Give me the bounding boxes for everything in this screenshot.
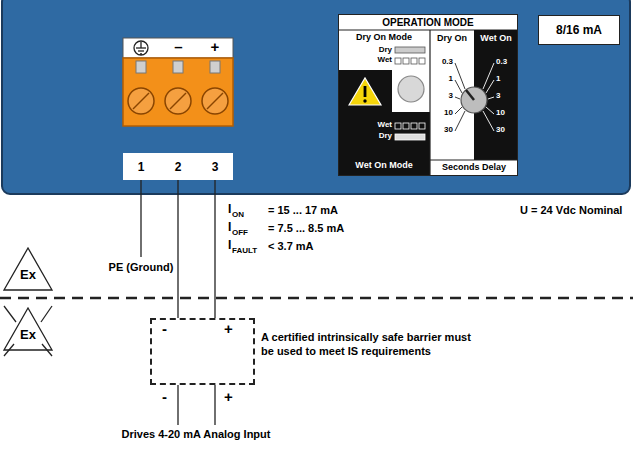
- delay-value: 0.3: [432, 57, 453, 66]
- terminal-label-strip: [123, 38, 233, 58]
- mode-panel-ground: [338, 14, 518, 176]
- output-wire: [177, 385, 178, 425]
- mode-column-heading: Wet On: [474, 33, 518, 43]
- dial-caption: Seconds Delay: [430, 162, 518, 172]
- level-label: Wet: [350, 55, 392, 64]
- adjust-knob: [398, 76, 424, 102]
- node-text: A certified intrinsically safe barrier m…: [261, 330, 483, 358]
- polarity-sign: +: [224, 320, 233, 337]
- delay-dial: [455, 63, 494, 131]
- current-value: = 7.5 ... 8.5 mA: [268, 222, 344, 235]
- ground-wire: [140, 180, 141, 257]
- mode-heading: Wet On Mode: [338, 160, 430, 170]
- node-text: 2: [175, 160, 182, 174]
- ex-mark: Ex: [14, 328, 42, 343]
- terminal-screws: [128, 88, 228, 114]
- signal-wire: [178, 180, 179, 318]
- current-symbol: I: [228, 239, 231, 253]
- current-subscript: FAULT: [232, 246, 257, 255]
- delay-value: 30: [432, 125, 453, 134]
- delay-value: 30: [496, 125, 517, 134]
- column-rule: [429, 30, 430, 176]
- supply-voltage: U = 24 Vdc Nominal: [520, 204, 622, 217]
- output-current-box: 8/16 mA: [538, 15, 620, 45]
- terminal-sign: –: [160, 38, 197, 55]
- ground-label: PE (Ground): [106, 261, 176, 274]
- ex-mark: Ex: [14, 268, 42, 283]
- warning-symbol: [349, 78, 381, 105]
- ex-symbol: [4, 248, 52, 290]
- terminal-block: [123, 58, 233, 126]
- level-label: Wet: [350, 120, 392, 129]
- node-text: 3: [212, 160, 219, 174]
- terminal-number: 1: [123, 153, 159, 180]
- delay-value: 3: [496, 91, 517, 100]
- mode-heading: Dry On Mode: [338, 32, 430, 42]
- delay-value: 1: [496, 74, 517, 83]
- non-ex-symbol: [4, 306, 52, 356]
- current-symbol: I: [228, 221, 231, 235]
- current-value: = 15 ... 17 mA: [268, 204, 338, 217]
- terminal-tabs: [136, 61, 220, 73]
- level-label: Dry: [350, 131, 392, 140]
- polarity-sign: +: [224, 388, 233, 405]
- wire-line: [177, 180, 178, 318]
- polarity-sign: -: [162, 320, 167, 337]
- output-wire: [214, 385, 215, 425]
- ground-symbol: [134, 41, 148, 55]
- footer-rule: [430, 160, 518, 161]
- delay-value: 10: [496, 108, 517, 117]
- delay-value: 3: [432, 91, 453, 100]
- wet-on-region: [338, 70, 430, 176]
- node-text: 8/16 mA: [556, 23, 602, 37]
- terminal-number: 3: [197, 153, 233, 180]
- current-symbol: I: [228, 203, 231, 217]
- delay-value: 1: [432, 74, 453, 83]
- node-text: 1: [138, 160, 145, 174]
- output-caption: Drives 4-20 mA Analog Input: [96, 428, 296, 441]
- delay-value: 0.3: [496, 57, 517, 66]
- terminal-number: 2: [159, 153, 197, 180]
- mode-column-heading: Dry On: [430, 33, 474, 43]
- node-text: OPERATION MODE: [339, 17, 517, 29]
- polarity-sign: -: [162, 388, 167, 405]
- current-subscript: ON: [232, 210, 244, 219]
- zone-divider: [0, 297, 633, 300]
- level-bars: [395, 47, 425, 140]
- wire-line: [214, 180, 215, 318]
- housing-panel: [2, 0, 630, 194]
- signal-wire: [215, 180, 216, 318]
- delay-value: 10: [432, 108, 453, 117]
- terminal-sign: +: [197, 38, 233, 55]
- current-value: < 3.7 mA: [268, 240, 314, 253]
- current-subscript: OFF: [232, 228, 248, 237]
- level-label: Dry: [350, 45, 392, 54]
